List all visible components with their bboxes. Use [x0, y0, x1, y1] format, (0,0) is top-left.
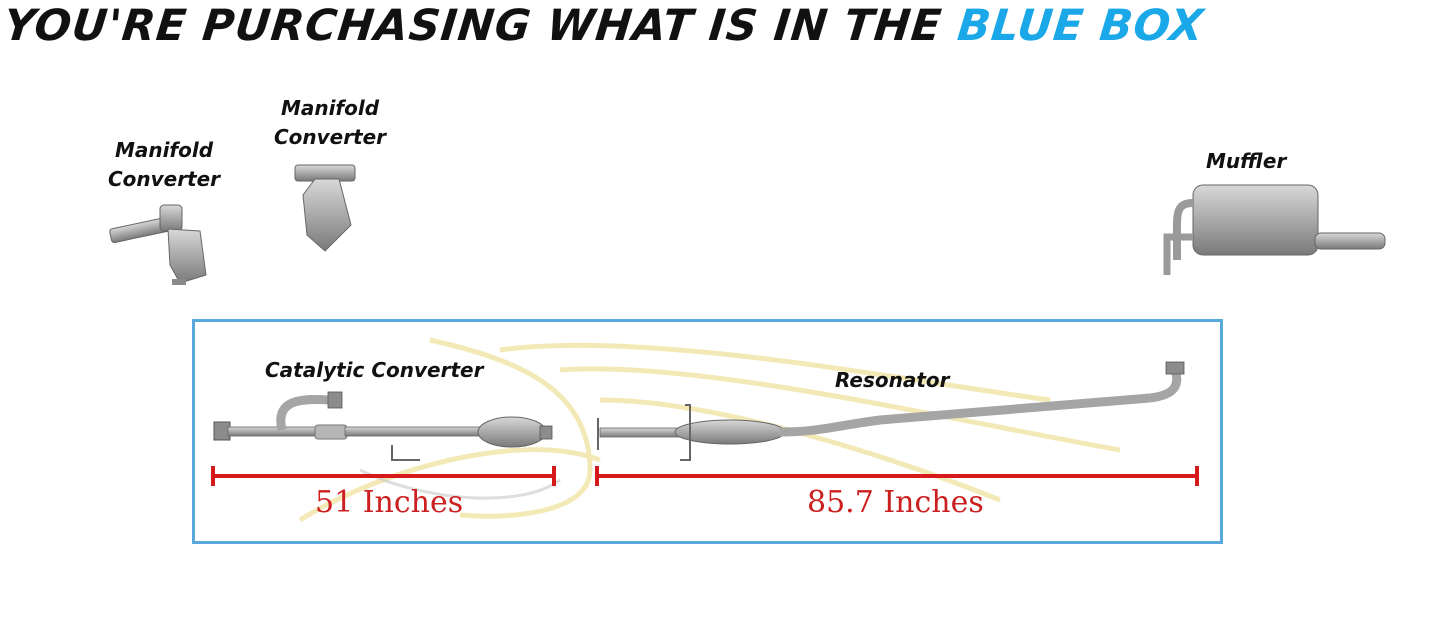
manifold-converter-icon	[109, 204, 207, 285]
muffler-icon	[1163, 184, 1386, 275]
measure-right-text: 85.7 Inches	[807, 485, 984, 520]
measure-line-left	[211, 466, 556, 486]
catalytic-label: Catalytic Converter	[265, 358, 484, 382]
measure-left-text: 51 Inches	[315, 485, 464, 520]
resonator-label: Resonator	[835, 368, 950, 392]
manifold-left-line1: Manifold	[114, 138, 214, 162]
muffler-label: Muffler	[1206, 149, 1287, 173]
watermark-logo	[298, 337, 1121, 523]
manifold-right-label: Manifold Converter	[260, 94, 400, 152]
measure-line-right	[595, 466, 1199, 486]
manifold-right-line1: Manifold	[280, 96, 380, 120]
watermark-logo-shade	[359, 468, 561, 500]
manifold-left-label: Manifold Converter	[94, 136, 234, 194]
exhaust-pipe-icon	[213, 361, 1185, 461]
manifold-left-line2: Converter	[107, 167, 221, 191]
manifold-converter-icon	[294, 164, 356, 252]
blue-box	[192, 319, 1223, 544]
manifold-right-line2: Converter	[273, 125, 387, 149]
